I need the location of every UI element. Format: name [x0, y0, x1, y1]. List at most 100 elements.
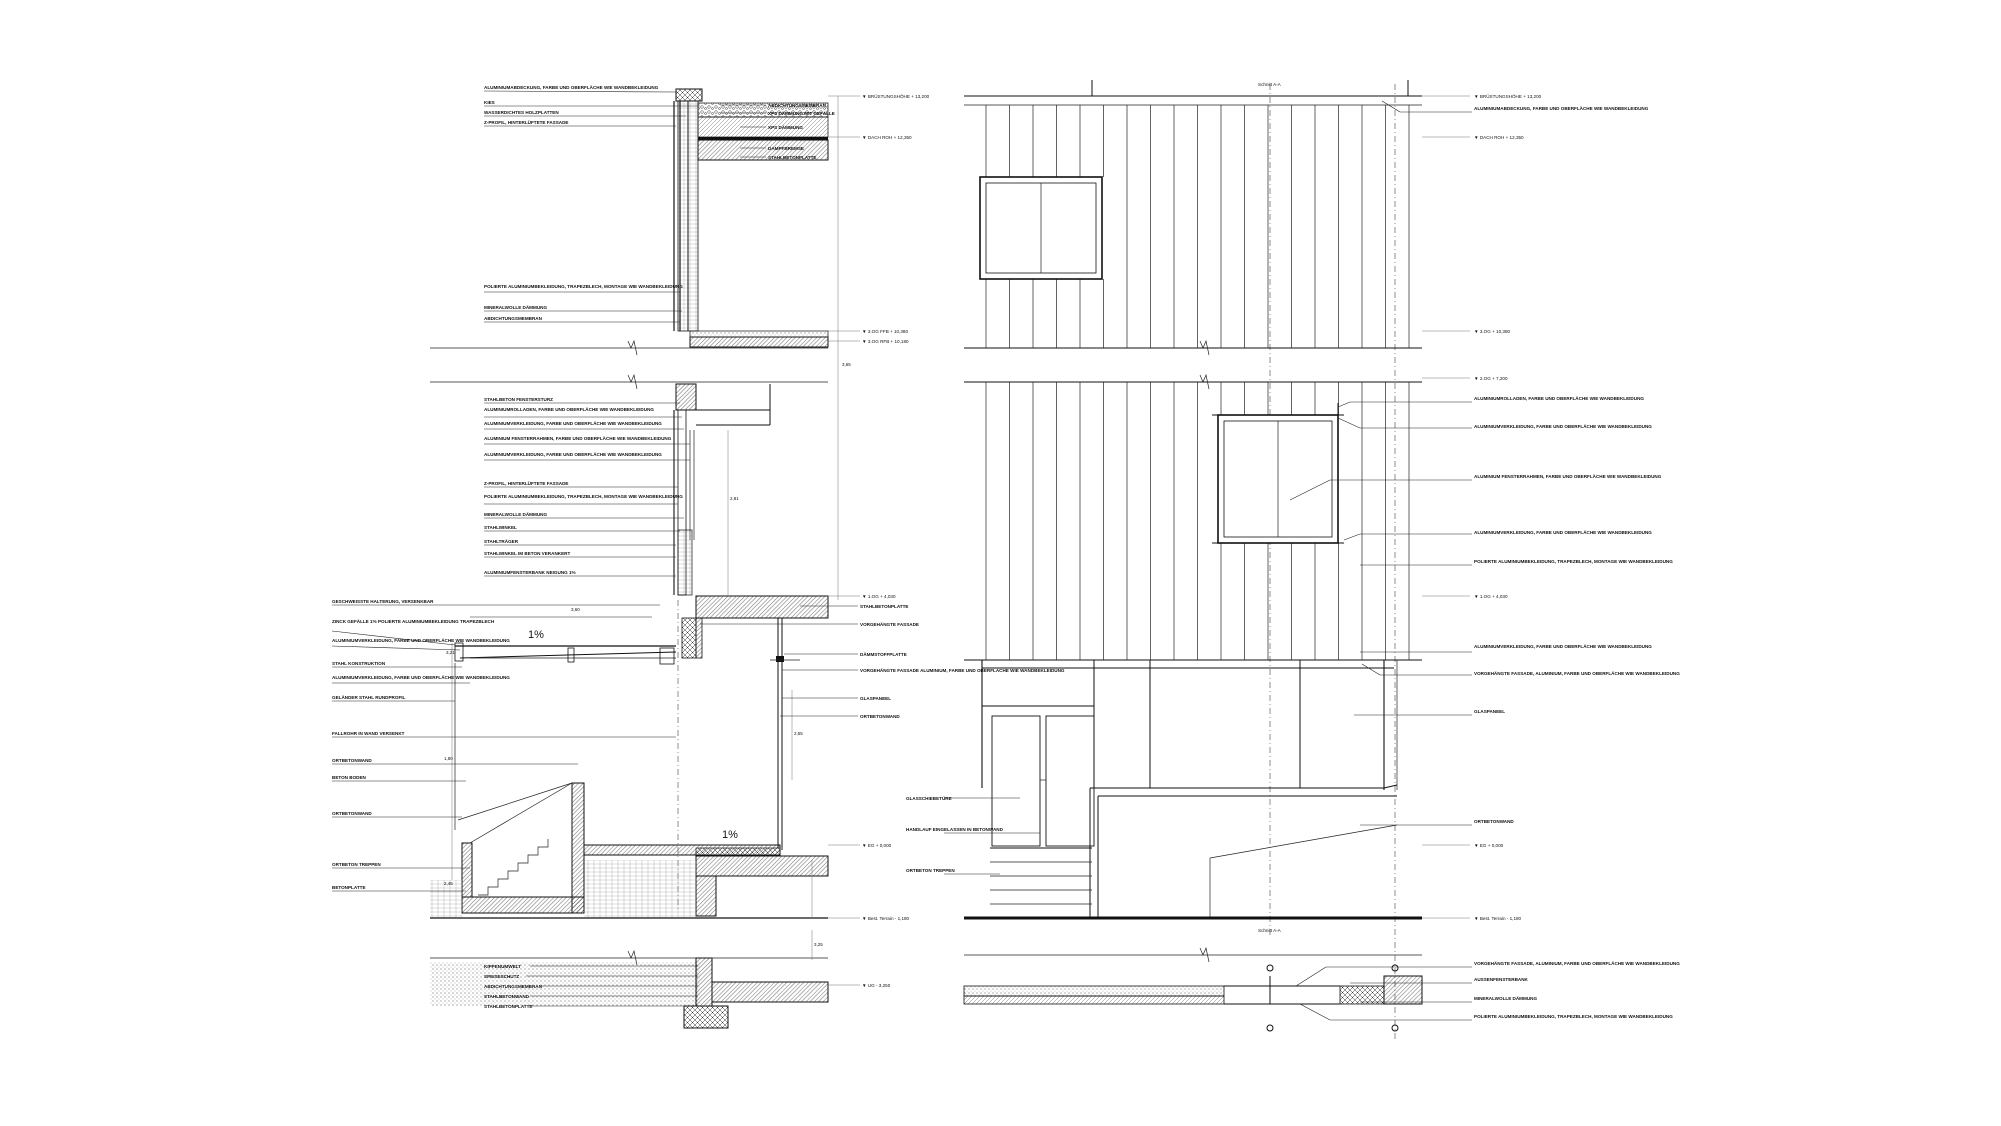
annotation-label: ALUMINIUMFENSTERBANK NEIGUNG 1%	[484, 570, 576, 575]
annotation-label: DÄMMSTOFFPLATTE	[860, 651, 907, 657]
plan-detail	[963, 946, 1423, 1032]
annotation-label: VORGEHÄNGTE FASSADE	[860, 621, 919, 627]
level-marker: ▼ Best. Terrain - 1,180	[1474, 916, 1522, 921]
annotation-label: VORGEHÄNGTE FASSADE ALUMINIUM, FARBE UND…	[860, 667, 1065, 673]
annotation-label: AUSSENFENSTERBANK	[1474, 977, 1529, 982]
annotation-label: KIPPENUMWELT	[484, 964, 521, 969]
annotation-label: STAHLBETONPLATTE	[860, 604, 909, 609]
level-marker: ▼ 3.OG FFB + 10,380	[862, 329, 908, 334]
annotation-label: ZINCK GEFÄLLE 1% POLIERTE ALUMINIUMBEKLE…	[332, 618, 495, 624]
annotation-label: ALUMINIUMVERKLEIDUNG, FARBE UND OBERFLÄC…	[484, 420, 662, 426]
annotation-label: ALUMINIUMVERKLEIDUNG, FARBE UND OBERFLÄC…	[332, 637, 510, 643]
annotation-label: ALUMINIUM FENSTERRAHMEN, FARBE UND OBERF…	[1474, 473, 1662, 479]
dim-label-6: 2,55	[794, 731, 803, 736]
annotation-label: GLASPANEEL	[860, 696, 891, 701]
level-marker: ▼ 3.OG RFB + 10,180	[862, 339, 909, 344]
annotations-foundation: KIPPENUMWELT SPEISESCHUTZ ABDICHTUNGSMEM…	[484, 964, 698, 1009]
annotation-label: ALUMINIUMROLLADEN, FARBE UND OBERFLÄCHE …	[484, 406, 654, 412]
annotations-lower-left: GESCHWEISSTE HALTERUNG, VERSENKBAR ZINCK…	[331, 599, 676, 892]
facade-elevation-drawing: Schnitt A-A Schnitt A-A	[906, 80, 1680, 1040]
level-marker: ▼ BRÜSTUNGSHÖHE + 13,200	[1474, 93, 1542, 99]
basement-entry: 1%	[430, 600, 829, 919]
level-marker: ▼ EG + 0,000	[862, 843, 892, 848]
annotation-label: XPS DÄMMUNG MIT GEFÄLLE	[768, 110, 835, 116]
annotation-label: ORTBETON TREPPEN	[332, 862, 381, 867]
annotation-label: ALUMINIUMVERKLEIDUNG, FARBE UND OBERFLÄC…	[1474, 529, 1652, 535]
dim-label-0: 3,65	[842, 362, 851, 367]
upper-floor-slab	[689, 330, 829, 348]
annotation-label: DAMPFBREMSE	[768, 146, 804, 151]
annotation-label: GLASSCHIEBETÜRE	[906, 795, 952, 801]
level-marker: ▼ BRÜSTUNGSHÖHE + 13,200	[862, 93, 930, 99]
level-marker: ▼ 2.OG + 7,200	[1474, 376, 1508, 381]
level-marker: ▼ 3.OG + 10,380	[1474, 329, 1511, 334]
dim-label-1: 2,81	[730, 496, 739, 501]
annotations-elevation: ALUMINIUMABDECKUNG, FARBE UND OBERFLÄCHE…	[906, 100, 1680, 875]
annotation-label: GLASPANEEL	[1474, 709, 1505, 714]
annotation-label: KIES	[484, 100, 495, 105]
annotation-label: GESCHWEISSTE HALTERUNG, VERSENKBAR	[332, 599, 434, 604]
entry-stair-wall	[964, 788, 1422, 920]
slope-label-terrace: 1%	[722, 829, 738, 841]
level-marker: ▼ 1.OG + 4,030	[862, 594, 896, 599]
annotation-label: BETON BODEN	[332, 775, 367, 780]
cladding-seams-upper	[985, 105, 1410, 348]
annotation-label: POLIERTE ALUMINIUMBEKLEIDUNG, TRAPEZBLEC…	[1474, 559, 1673, 564]
levels-left: ▼ BRÜSTUNGSHÖHE + 13,200 ▼ DACH ROH + 12…	[828, 93, 930, 988]
dim-label-4: 1,80	[444, 756, 453, 761]
annotation-label: ORTBETONWAND	[1474, 819, 1514, 824]
canopy: 1%	[454, 616, 677, 830]
annotation-label: ORTBETONWAND	[332, 811, 372, 816]
annotation-label: SPEISESCHUTZ	[484, 974, 519, 979]
level-marker: ▼ UG - 3,250	[862, 983, 891, 988]
annotation-label: STAHLWINKEL	[484, 525, 517, 530]
annotation-label: MINERALWOLLE DÄMMUNG	[484, 511, 547, 517]
parapet-and-roof	[673, 88, 829, 332]
annotation-label: STAHLBETONPLATTE	[768, 155, 817, 160]
annotation-label: MINERALWOLLE DÄMMUNG	[484, 304, 547, 310]
annotation-label: ALUMINIUMROLLADEN, FARBE UND OBERFLÄCHE …	[1474, 395, 1644, 401]
annotation-label: Z-PROFIL, HINTERLÜFTETE FASSADE	[484, 480, 568, 486]
upper-facade-cladding	[964, 80, 1422, 390]
cladding-seams-middle	[985, 382, 1410, 660]
annotation-label: STAHLBETONWAND	[484, 994, 530, 999]
annotation-label: ABDICHTUNGSMEMBRAN	[768, 103, 827, 108]
annotations-top-left: ALUMINIUMABDECKUNG, FARBE UND OBERFLÄCHE…	[483, 84, 700, 127]
annotation-label: VORGEHÄNGTE FASSADE, ALUMINIUM, FARBE UN…	[1474, 960, 1680, 966]
annotations-plan: VORGEHÄNGTE FASSADE, ALUMINIUM, FARBE UN…	[1295, 960, 1680, 1021]
level-marker: ▼ DACH ROH + 12,350	[1474, 135, 1524, 140]
levels-right: ▼ BRÜSTUNGSHÖHE + 13,200 ▼ DACH ROH + 12…	[1422, 93, 1542, 921]
annotation-label: XPS DÄMMUNG	[768, 124, 803, 130]
foundation	[430, 957, 829, 1029]
dimension-lines: 3,65 2,81 3,60 3,21 1,80 2,45 2,55 3,25	[444, 96, 851, 960]
annotation-label: STAHL KONSTRUKTION	[332, 661, 386, 666]
annotation-label: ORTBETONWAND	[860, 714, 900, 719]
annotation-label: STAHLBETONPLATTE	[484, 1004, 533, 1009]
annotation-label: Z-PROFIL, HINTERLÜFTETE FASSADE	[484, 119, 568, 125]
annotation-label: ALUMINIUMVERKLEIDUNG, FARBE UND OBERFLÄC…	[484, 451, 662, 457]
annotation-label: POLIERTE ALUMINIUMBEKLEIDUNG, TRAPEZBLEC…	[484, 284, 683, 289]
annotation-label: VORGEHÄNGTE FASSADE, ALUMINIUM, FARBE UN…	[1474, 670, 1680, 676]
annotations-roof-right: ABDICHTUNGSMEMBRAN XPS DÄMMUNG MIT GEFÄL…	[720, 103, 835, 160]
annotations-middle-left: POLIERTE ALUMINIUMBEKLEIDUNG, TRAPEZBLEC…	[484, 284, 690, 577]
annotation-label: ALUMINIUMVERKLEIDUNG, FARBE UND OBERFLÄC…	[332, 674, 510, 680]
annotation-label: ALUMINIUMVERKLEIDUNG, FARBE UND OBERFLÄC…	[1474, 643, 1652, 649]
dim-label-5: 2,45	[444, 881, 453, 886]
ground-floor-glazing	[981, 660, 1398, 847]
dim-label-2: 3,60	[571, 607, 580, 612]
axis-label: Schnitt A-A	[1258, 82, 1282, 87]
annotation-label: ALUMINIUMABDECKUNG, FARBE UND OBERFLÄCHE…	[484, 84, 659, 90]
annotations-floor-right: STAHLBETONPLATTE VORGEHÄNGTE FASSADE DÄM…	[700, 604, 1065, 719]
middle-facade-cladding	[964, 382, 1422, 661]
annotation-label: ALUMINIUMABDECKUNG, FARBE UND OBERFLÄCHE…	[1474, 105, 1649, 111]
level-marker: ▼ 1.OG + 4,030	[1474, 594, 1508, 599]
mid-wall-window	[673, 383, 771, 596]
break-lines	[430, 339, 828, 966]
annotation-label: FALLROHR IN WAND VERSENKT	[332, 731, 405, 736]
annotation-label: POLIERTE ALUMINIUMBEKLEIDUNG, TRAPEZBLEC…	[1474, 1014, 1673, 1019]
wall-section-drawing: 1% 1%	[331, 84, 1065, 1029]
annotation-label: ABDICHTUNGSMEMBRAN	[484, 316, 543, 321]
annotation-label: POLIERTE ALUMINIUMBEKLEIDUNG, TRAPEZBLEC…	[484, 494, 683, 499]
annotation-label: STAHLBETON FENSTERSTURZ	[484, 397, 553, 402]
